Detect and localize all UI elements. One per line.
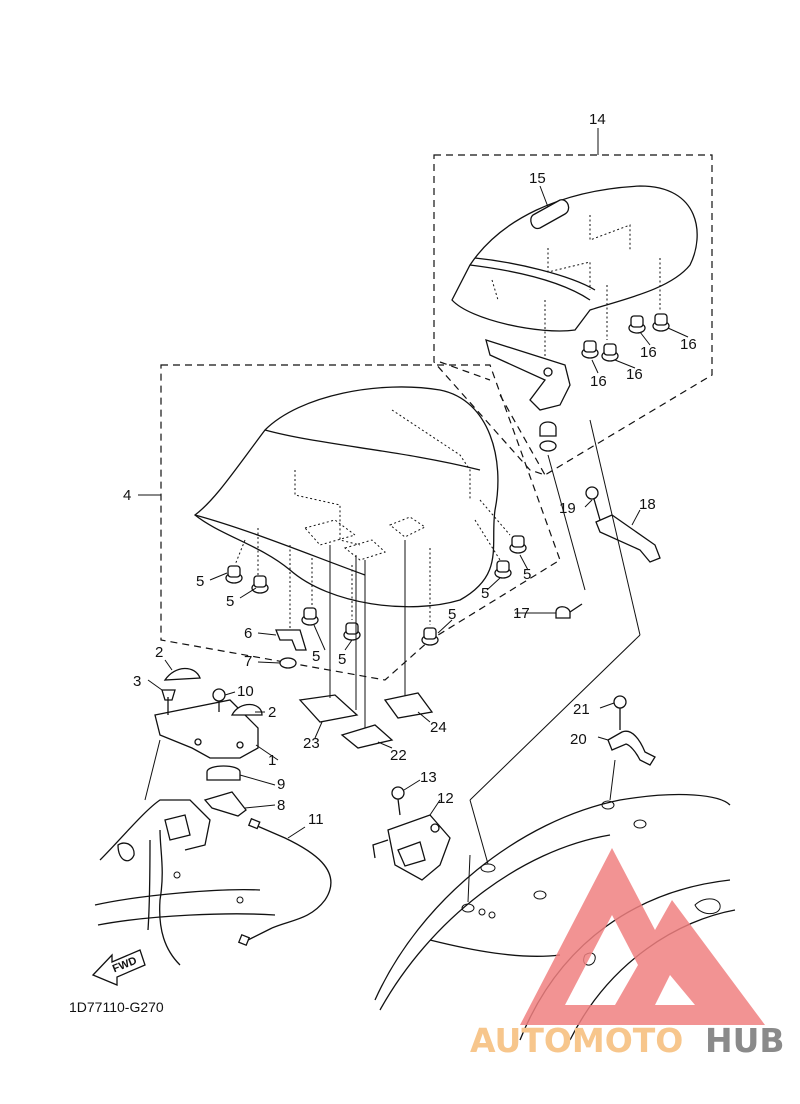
- boundary-link: [499, 394, 546, 476]
- callout-5: 5: [523, 566, 531, 583]
- callouts: 1 2 2 3 4 5 5 5 5 5 5 5 5 6 7 8 9 10 11 …: [123, 111, 697, 828]
- callout-11: 11: [308, 811, 324, 828]
- callout-16: 16: [590, 373, 607, 390]
- callout-8: 8: [277, 797, 285, 814]
- callout-21: 21: [573, 701, 590, 718]
- callout-7: 7: [244, 653, 252, 670]
- callout-5: 5: [448, 606, 456, 623]
- bolt-17: [555, 603, 583, 619]
- front-seat: [193, 386, 511, 630]
- callout-2: 2: [268, 704, 276, 721]
- callout-15: 15: [529, 170, 546, 187]
- watermark-part1: AUTOMOTO: [470, 1021, 683, 1060]
- reference-lines: [144, 419, 641, 903]
- bracket-18: [585, 486, 661, 563]
- callout-4: 4: [123, 487, 131, 504]
- watermark-text: AUTOMOTO HUB: [470, 1021, 785, 1060]
- seat-lock-cable: [237, 817, 332, 947]
- callout-18: 18: [639, 496, 656, 513]
- fwd-arrow: FWD: [91, 949, 146, 986]
- leader-lines: [138, 128, 689, 839]
- callout-16: 16: [640, 344, 657, 361]
- callout-5: 5: [196, 573, 204, 590]
- callout-2: 2: [155, 644, 163, 661]
- rear-seat-handle: [530, 199, 570, 230]
- callout-17: 17: [513, 605, 530, 622]
- callout-5: 5: [312, 648, 320, 665]
- rear-seat-boundary: [433, 154, 713, 476]
- callout-23: 23: [303, 735, 320, 752]
- callout-3: 3: [133, 673, 141, 690]
- frame-outline: [94, 799, 276, 966]
- callout-19: 19: [559, 500, 576, 517]
- watermark-logo: [520, 848, 765, 1025]
- callout-12: 12: [437, 790, 454, 807]
- callout-16: 16: [680, 336, 697, 353]
- callout-14: 14: [589, 111, 606, 128]
- rear-fender: [374, 793, 736, 1041]
- callout-10: 10: [237, 683, 254, 700]
- callout-20: 20: [570, 731, 587, 748]
- diagram-code: 1D77110-G270: [69, 999, 164, 1015]
- watermark-part2: HUB: [705, 1021, 785, 1060]
- strap-20: [607, 695, 656, 766]
- callout-16: 16: [626, 366, 643, 383]
- callout-5: 5: [226, 593, 234, 610]
- seat-bracket-6: [275, 629, 307, 669]
- rear-seat-bracket: [485, 339, 571, 452]
- callout-24: 24: [430, 719, 447, 736]
- callout-1: 1: [268, 752, 276, 769]
- callout-5: 5: [338, 651, 346, 668]
- front-dampers: [225, 535, 527, 646]
- callout-13: 13: [420, 769, 437, 786]
- rear-dampers: [581, 313, 670, 362]
- callout-22: 22: [390, 747, 407, 764]
- callout-9: 9: [277, 776, 285, 793]
- callout-5: 5: [481, 585, 489, 602]
- seat-lock-bracket: [154, 667, 263, 817]
- seat-latch: [372, 786, 451, 881]
- boundary-link: [439, 361, 491, 381]
- callout-6: 6: [244, 625, 252, 642]
